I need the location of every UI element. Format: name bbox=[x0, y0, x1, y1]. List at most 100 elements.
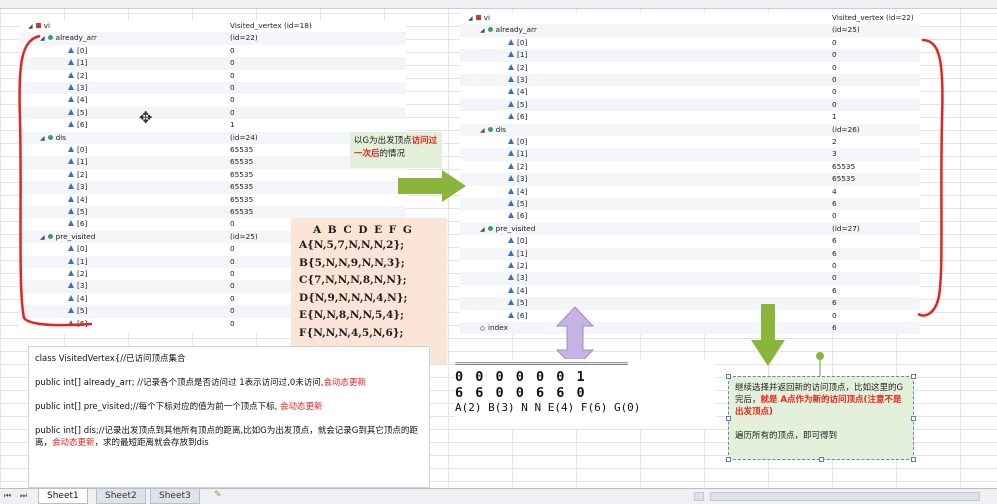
note-paragraph-2: 遍历所有的顶点，即可得到 bbox=[735, 431, 838, 441]
expand-icon: ◢ bbox=[40, 35, 45, 43]
scroll-track-left[interactable] bbox=[694, 492, 704, 501]
var-pre-visited-item[interactable]: [6]0 bbox=[460, 310, 920, 322]
var-dis-item-value: 2 bbox=[832, 137, 837, 146]
field-icon bbox=[487, 225, 493, 231]
var-dis-item[interactable]: [3]65535 bbox=[460, 173, 920, 186]
var-already-arr-item[interactable]: [0]0 bbox=[460, 37, 920, 49]
element-icon bbox=[68, 195, 74, 202]
var-already-arr-item-value: 0 bbox=[832, 62, 837, 72]
var-already-arr-item-name: [1] bbox=[68, 57, 87, 69]
var-already-arr-item[interactable]: [6]1 bbox=[20, 119, 406, 131]
continue-selection-note[interactable]: 继续选择并返回新的访问顶点，比如这里的G完后，就是 A点作为新的访问顶点(注意不… bbox=[726, 374, 916, 462]
var-already-arr[interactable]: ◢already_arr(id=25) bbox=[460, 24, 920, 37]
expand-icon: ◢ bbox=[40, 134, 45, 142]
var-already-arr[interactable]: ◢already_arr(id=22) bbox=[20, 32, 406, 45]
var-pre-visited-item[interactable]: [1]6 bbox=[460, 247, 920, 260]
resize-handle-br[interactable] bbox=[911, 457, 916, 462]
var-pre-visited[interactable]: ◢pre_visited(id=27) bbox=[460, 222, 920, 236]
var-dis-item[interactable]: [1]65535 bbox=[20, 156, 406, 169]
var-dis-item[interactable]: [6]0 bbox=[460, 210, 920, 222]
expand-icon: ◢ bbox=[40, 233, 45, 241]
var-pre-visited-item[interactable]: [3]0 bbox=[460, 272, 920, 285]
var-dis-item[interactable]: [0]2 bbox=[460, 136, 920, 148]
element-icon bbox=[508, 299, 514, 306]
resize-handle-tr[interactable] bbox=[911, 374, 916, 379]
var-index-value: 6 bbox=[832, 323, 837, 332]
resize-handle-tl[interactable] bbox=[726, 374, 731, 379]
var-already-arr-item-value: 0 bbox=[832, 50, 837, 60]
var-dis-item[interactable]: [5]65535 bbox=[20, 206, 406, 219]
last-sheet-icon[interactable]: ⏭ bbox=[20, 491, 28, 500]
var-already-arr-item[interactable]: [1]0 bbox=[460, 49, 920, 62]
resize-handle-mr[interactable] bbox=[911, 416, 916, 421]
var-dis-item[interactable]: [5]6 bbox=[460, 198, 920, 211]
var-dis-item[interactable]: [0]65535 bbox=[20, 144, 406, 156]
var-root-name: ◢vi bbox=[28, 21, 50, 30]
first-sheet-icon[interactable]: ⏮ bbox=[4, 491, 12, 500]
sheet-tab-sheet1[interactable]: Sheet1 bbox=[38, 489, 88, 504]
field-icon bbox=[487, 27, 493, 33]
var-dis-item[interactable]: [3]65535 bbox=[20, 181, 406, 194]
note-paragraph-1: 继续选择并返回新的访问顶点，比如这里的G完后，就是 A点作为新的访问顶点(注意不… bbox=[735, 383, 904, 417]
expand-icon: ◢ bbox=[28, 23, 33, 30]
var-already-arr-item[interactable]: [4]0 bbox=[20, 94, 406, 106]
var-pre-visited-item[interactable]: [5]6 bbox=[460, 297, 920, 310]
var-already-arr-item[interactable]: [5]0 bbox=[460, 98, 920, 112]
element-icon bbox=[508, 175, 514, 182]
var-already-arr-item-value: 1 bbox=[230, 120, 235, 130]
var-already-arr-name: ◢already_arr bbox=[40, 33, 97, 43]
var-pre-visited-item-name: [3] bbox=[508, 272, 527, 284]
var-dis-item[interactable]: [1]3 bbox=[460, 148, 920, 161]
var-already-arr-item[interactable]: [3]0 bbox=[460, 74, 920, 87]
var-dis-item-value: 65535 bbox=[230, 194, 254, 204]
var-dis[interactable]: ◢dis(id=24) bbox=[20, 131, 406, 144]
var-dis-name: ◢dis bbox=[480, 124, 507, 134]
var-dis-item-name: [4] bbox=[68, 194, 87, 206]
var-already-arr-item-name: [0] bbox=[508, 37, 527, 49]
var-pre-visited-item[interactable]: [2]0 bbox=[460, 260, 920, 272]
var-dis-item-value: 65535 bbox=[230, 207, 254, 216]
insert-sheet-icon[interactable]: ✎ bbox=[214, 490, 222, 500]
var-pre-visited-item[interactable]: [4]6 bbox=[460, 285, 920, 297]
var-dis-item[interactable]: [2]65535 bbox=[460, 161, 920, 173]
var-pre-visited-name: ◢pre_visited bbox=[480, 223, 536, 233]
var-already-arr-item-value: 0 bbox=[230, 45, 235, 55]
var-dis-item-value: 65535 bbox=[230, 169, 254, 179]
var-already-arr-item-value: 0 bbox=[230, 107, 235, 117]
var-pre-visited-item-name: [4] bbox=[68, 293, 87, 305]
var-pre-visited-item-value: 0 bbox=[230, 269, 235, 278]
resize-handle-bl[interactable] bbox=[726, 457, 731, 462]
var-already-arr-item[interactable]: [5]0 bbox=[20, 106, 406, 120]
var-dis-item[interactable]: [4]4 bbox=[460, 186, 920, 198]
var-already-arr-item[interactable]: [3]0 bbox=[20, 82, 406, 95]
sheet-tab-bar: ⏮ ⏭ Sheet1 Sheet2 Sheet3 ✎ bbox=[0, 488, 997, 504]
var-already-arr-item[interactable]: [4]0 bbox=[460, 86, 920, 98]
element-icon bbox=[68, 146, 74, 152]
var-pre-visited-item[interactable]: [0]6 bbox=[460, 235, 920, 247]
var-already-arr-item[interactable]: [0]0 bbox=[20, 45, 406, 57]
var-already-arr-item[interactable]: [2]0 bbox=[20, 70, 406, 82]
horizontal-scrollbar[interactable] bbox=[710, 492, 980, 501]
sheet-tab-sheet2[interactable]: Sheet2 bbox=[96, 489, 146, 504]
resize-handle-bm[interactable] bbox=[819, 457, 824, 462]
var-pre-visited-item-name: [6] bbox=[508, 310, 527, 322]
element-icon bbox=[508, 262, 514, 268]
var-pre-visited-item-value: 6 bbox=[832, 236, 837, 246]
var-already-arr-item[interactable]: [1]0 bbox=[20, 57, 406, 70]
var-dis-item[interactable]: [2]65535 bbox=[20, 169, 406, 181]
var-already-arr-item[interactable]: [2]0 bbox=[460, 62, 920, 74]
var-dis[interactable]: ◢dis (id=26) bbox=[460, 123, 920, 136]
resize-handle-ml[interactable] bbox=[726, 416, 731, 421]
var-dis-value: (id=26) bbox=[832, 124, 860, 134]
matrix-row: B{5,N,N,9,N,N,3}; bbox=[299, 256, 405, 269]
var-pre-visited-item-name: [2] bbox=[68, 268, 87, 280]
sheet-tab-sheet3[interactable]: Sheet3 bbox=[150, 489, 200, 504]
var-dis-item[interactable]: [4] 65535 bbox=[20, 194, 406, 206]
element-icon bbox=[68, 170, 74, 177]
element-icon bbox=[68, 121, 74, 128]
var-already-arr-item[interactable]: [6]1 bbox=[460, 111, 920, 123]
